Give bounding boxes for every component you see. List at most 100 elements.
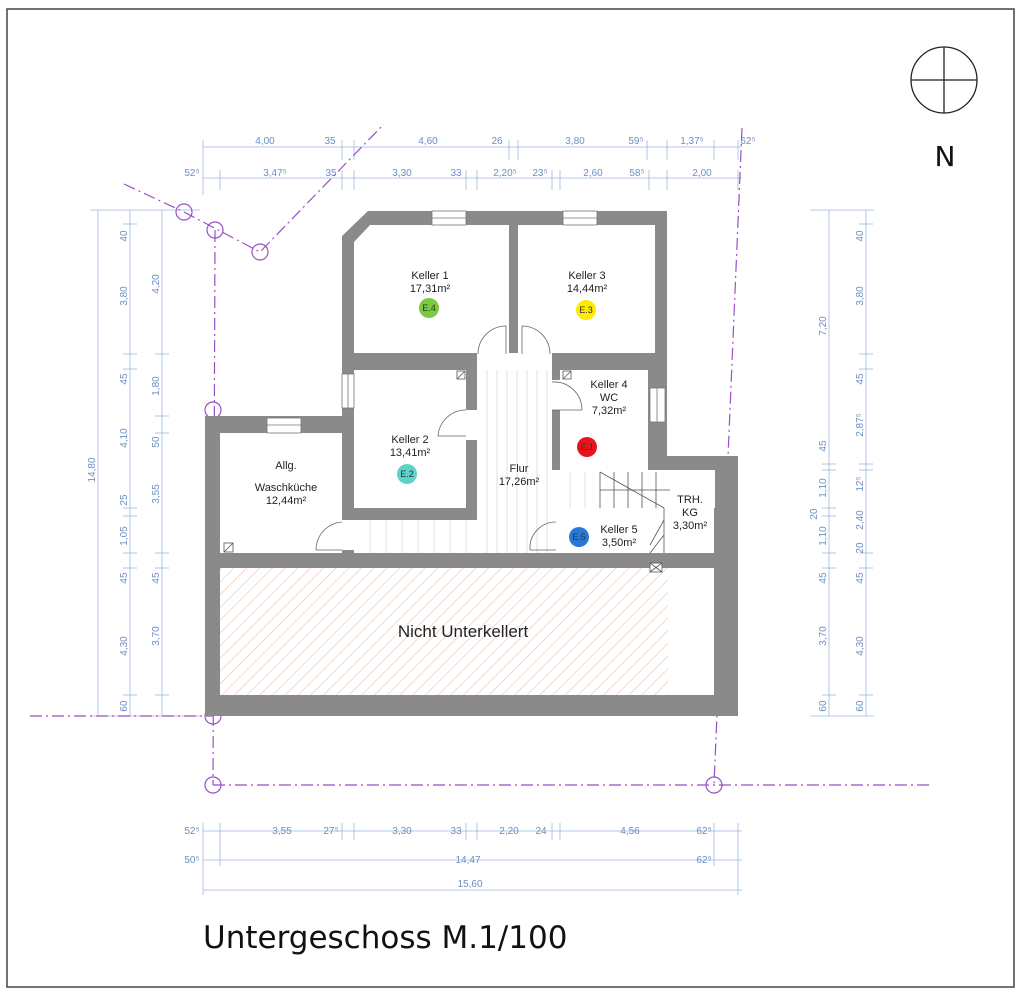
room-waschkueche-sub: Waschküche [255, 482, 318, 494]
dim-top2-8: 58⁵ [629, 168, 644, 179]
dim-bottom2-0: 50⁵ [184, 855, 199, 866]
dim-top2-6: 23⁵ [532, 168, 547, 179]
dim-top1-6: 1,37⁵ [680, 136, 704, 147]
dim-bottom-total: 15,60 [457, 879, 482, 890]
dim-right-7: 45 [855, 572, 866, 584]
dim-right-inner-2: 1,10 [818, 478, 829, 498]
dim-left-0: 40 [119, 230, 130, 242]
dim-bottom1-7: 4,56 [620, 826, 640, 837]
marker-e4 [419, 298, 439, 318]
dim-left-total: 14,80 [87, 457, 98, 482]
room-keller4-area: 7,32m² [592, 405, 627, 417]
north-arrow: N [910, 46, 978, 173]
dim-right-2: 45 [855, 373, 866, 385]
vertical-dimension-labels: 14,80 40 3,80 45 4,10 25 1,05 45 4,30 60… [87, 230, 866, 712]
dim-bottom1-8: 62⁵ [696, 826, 711, 837]
unexcavated-label: Nicht Unterkellert [398, 622, 529, 641]
dim-top2-9: 2,00 [692, 168, 712, 179]
room-flur-name: Flur [510, 463, 529, 475]
dim-top1-5: 59⁵ [628, 136, 643, 147]
page-frame [6, 8, 1015, 988]
dim-bottom1-1: 3,55 [272, 826, 292, 837]
dim-right-inner-0: 7,20 [818, 316, 829, 336]
room-trh-sub: KG [682, 507, 698, 519]
windows [266, 210, 666, 434]
dim-top2-0: 52⁵ [184, 168, 199, 179]
dim-top1-7: 62⁵ [740, 136, 755, 147]
dim-left-inner-0: 4,20 [151, 274, 162, 294]
shafts [223, 370, 663, 573]
room-keller5-area: 3,50m² [602, 537, 637, 549]
chamfer-corner [354, 225, 370, 242]
dim-top2-4: 33 [450, 168, 462, 179]
room-floors [220, 225, 715, 695]
dim-bottom1-4: 33 [450, 826, 462, 837]
marker-e2 [397, 464, 417, 484]
dim-left-5: 1,05 [119, 526, 130, 546]
dim-right-0: 40 [855, 230, 866, 242]
dim-left-3: 4,10 [119, 428, 130, 448]
marker-e3 [576, 300, 596, 320]
marker-e1-label: E.1 [580, 442, 594, 452]
dim-left-1: 3,80 [119, 286, 130, 306]
room-keller2-name: Keller 2 [391, 434, 428, 446]
unexcavated-hatch [220, 568, 668, 695]
dim-bottom1-2: 27⁵ [323, 826, 338, 837]
dim-right-5: 2,40 [855, 510, 866, 530]
dim-right-inner-5: 3,70 [818, 626, 829, 646]
staircase [599, 471, 670, 554]
dim-top2-7: 2,60 [583, 168, 603, 179]
dim-bottom2-2: 62⁵ [696, 855, 711, 866]
dim-right-9: 60 [855, 700, 866, 712]
room-trh-area: 3,30m² [673, 520, 708, 532]
room-markers: E.4 E.3 E.1 E.2 E.5 [397, 298, 597, 547]
dim-left-inner-1: 1,80 [151, 376, 162, 396]
dim-top1-3: 26 [491, 136, 503, 147]
flur-tread-lines [369, 370, 586, 553]
doors [315, 325, 583, 551]
dim-left-inner-2: 50 [151, 436, 162, 448]
dim-left-inner-5: 3,70 [151, 626, 162, 646]
dim-bottom1-6: 24 [535, 826, 547, 837]
room-keller3-name: Keller 3 [568, 270, 605, 282]
dim-bottom1-0: 52⁵ [184, 826, 199, 837]
dim-left-inner-3: 3,55 [151, 484, 162, 504]
room-keller3-area: 14,44m² [567, 283, 608, 295]
room-keller5-name: Keller 5 [600, 524, 637, 536]
dim-top1-2: 4,60 [418, 136, 438, 147]
dim-left-7: 4,30 [119, 636, 130, 656]
dim-left-inner-4: 45 [151, 572, 162, 584]
dim-right-6: 20 [855, 542, 866, 554]
dim-top2-5: 2,20⁵ [493, 168, 517, 179]
marker-e3-label: E.3 [579, 305, 593, 315]
room-waschkueche-name: Allg. [275, 460, 296, 472]
dim-left-8: 60 [119, 700, 130, 712]
dim-left-4: 25 [119, 494, 130, 506]
dim-right-inner-3: 1,10 [818, 526, 829, 546]
dim-top1-1: 35 [324, 136, 336, 147]
marker-e1 [577, 437, 597, 457]
north-label: N [935, 140, 956, 173]
dim-right-3: 2,87⁵ [855, 413, 866, 437]
dim-right-4: 12⁵ [855, 476, 866, 491]
room-flur-area: 17,26m² [499, 476, 540, 488]
marker-e2-label: E.2 [400, 469, 414, 479]
room-waschkueche-area: 12,44m² [266, 495, 307, 507]
room-keller4-sub: WC [600, 392, 618, 404]
dim-bottom1-3: 3,30 [392, 826, 412, 837]
marker-e5 [569, 527, 589, 547]
drawing-title: Untergeschoss M.1/100 [203, 920, 567, 956]
room-keller1-area: 17,31m² [410, 283, 451, 295]
room-labels: Keller 1 17,31m² Keller 3 14,44m² Keller… [255, 270, 708, 641]
dimension-labels: 4,00 35 4,60 26 3,80 59⁵ 1,37⁵ 62⁵ 52⁵ 3… [184, 136, 755, 179]
room-keller4-name: Keller 4 [590, 379, 627, 391]
dim-right-8: 4,30 [855, 636, 866, 656]
dim-top2-2: 35 [325, 168, 337, 179]
dim-top1-0: 4,00 [255, 136, 275, 147]
dim-right-inner-4: 45 [818, 572, 829, 584]
dim-top1-4: 3,80 [565, 136, 585, 147]
dim-top2-3: 3,30 [392, 168, 412, 179]
dim-right-inner-6: 60 [818, 700, 829, 712]
dim-bottom2-1: 14,47 [455, 855, 480, 866]
